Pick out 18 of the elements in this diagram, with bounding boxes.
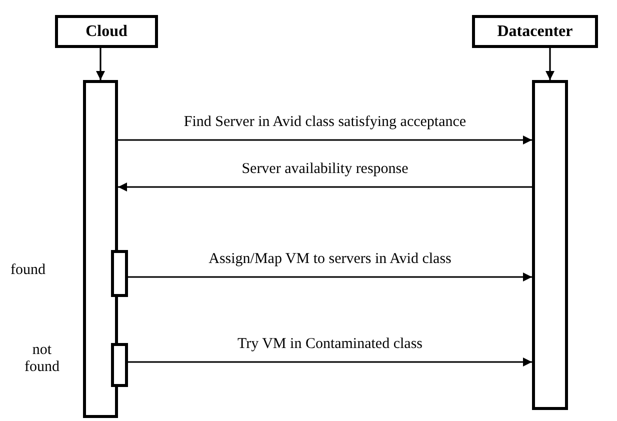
lifeline-bar [83,80,118,418]
participant-box: Datacenter [472,15,598,48]
message-arrow [128,358,532,366]
message-label: Assign/Map VM to servers in Avid class [206,251,454,268]
condition-label: not found [24,342,60,376]
message-arrow [118,182,532,192]
message-label: Find Server in Avid class satisfying acceptance [182,114,468,131]
lifeline-arrow [546,48,554,80]
message-arrow [128,272,532,282]
condition-label: found [10,262,46,279]
message-label: Server availability response [240,161,410,178]
message-label: Try VM in Contaminated class [236,336,424,353]
lifeline-bar [532,80,568,410]
activation-box [111,343,128,387]
message-arrow [118,136,532,144]
lifeline-arrow [96,48,105,80]
activation-box [111,250,128,297]
participant-box: Cloud [55,15,158,48]
